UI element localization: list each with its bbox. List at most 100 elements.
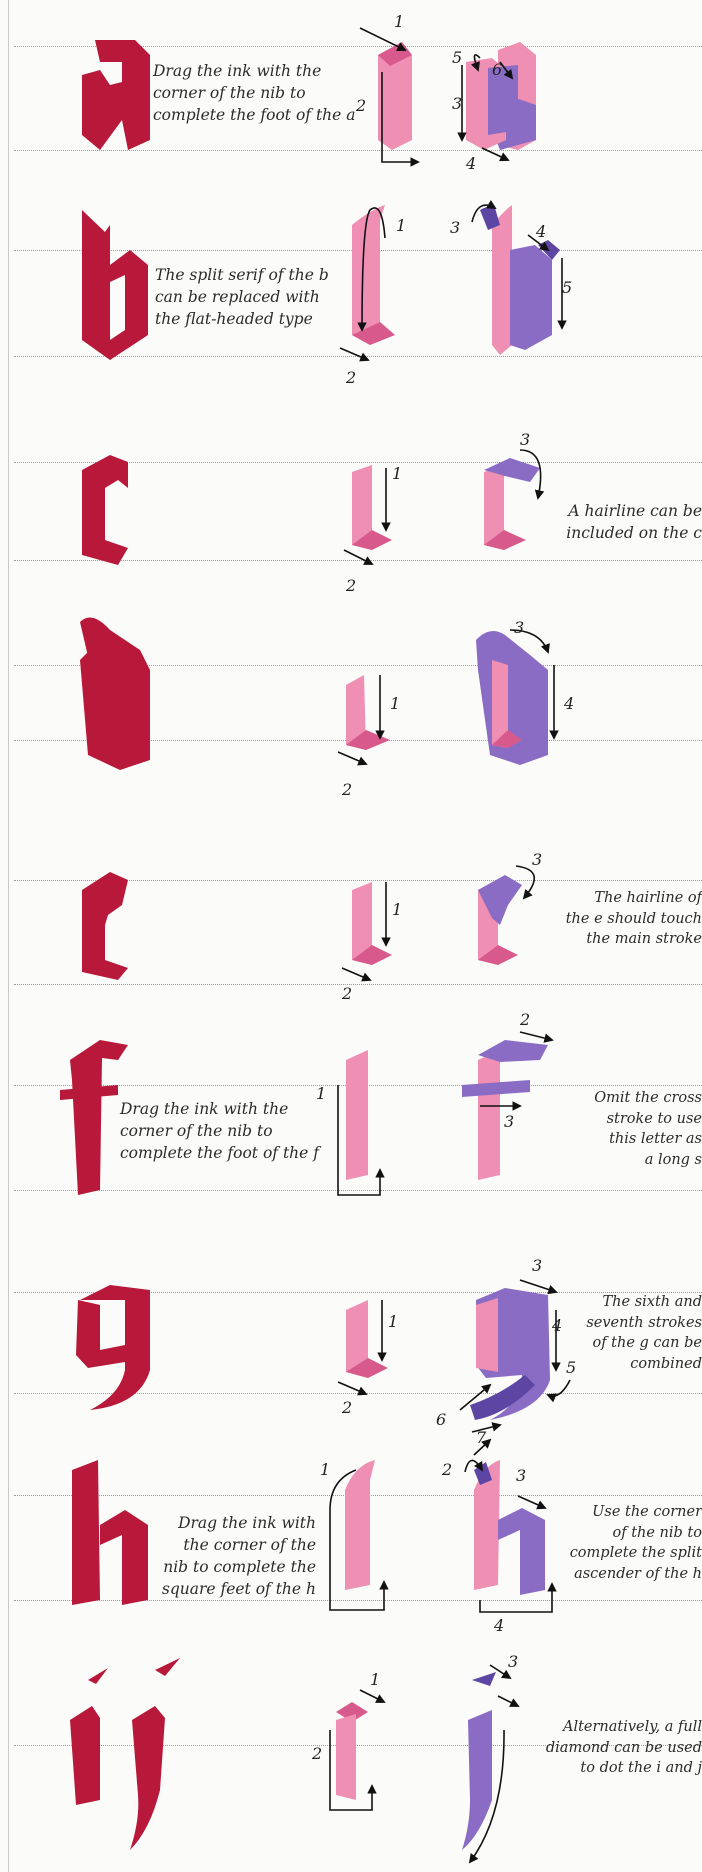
note-line: complete the foot of the a	[153, 104, 356, 126]
note-line: A hairline can be	[566, 500, 702, 522]
stroke-diagram-d-stage1	[338, 675, 390, 764]
note-a: Drag the ink with the corner of the nib …	[153, 60, 356, 126]
stroke-number: 3	[450, 218, 460, 237]
stroke-diagram-h-stage1	[330, 1460, 384, 1610]
stroke-number: 2	[356, 96, 366, 115]
stroke-diagram-g-stage2	[460, 1280, 570, 1432]
stroke-number: 3	[508, 1652, 518, 1671]
note-line: Drag the ink with the	[153, 60, 356, 82]
stroke-number: 2	[342, 780, 352, 799]
note-line: square feet of the h	[160, 1578, 316, 1600]
letter-d	[80, 618, 150, 771]
stroke-number: 7	[476, 1428, 486, 1447]
stroke-number: 5	[562, 278, 572, 297]
note-g: The sixth and seventh strokes of the g c…	[586, 1292, 702, 1374]
stroke-number: 4	[552, 1316, 562, 1335]
note-line: corner of the nib to	[153, 82, 356, 104]
stroke-number: 2	[442, 1460, 452, 1479]
note-line: seventh strokes	[586, 1313, 702, 1334]
note-e: The hairline of the e should touch the m…	[566, 888, 702, 950]
stroke-diagram-c-stage2	[484, 450, 541, 550]
stroke-number: 5	[452, 48, 462, 67]
stroke-number: 3	[452, 94, 462, 113]
note-line: the corner of the	[160, 1534, 316, 1556]
note-line: nib to complete the	[160, 1556, 316, 1578]
note-line: The split serif of the b	[155, 264, 329, 286]
note-line: stroke to use	[594, 1109, 702, 1130]
note-line: the e should touch	[566, 909, 702, 930]
stroke-diagram-e-stage1	[342, 882, 392, 980]
stroke-diagram-a-stage1	[360, 28, 418, 162]
note-line: The hairline of	[566, 888, 702, 909]
stroke-diagram-i-stage1	[330, 1690, 384, 1810]
note-h-split: Use the corner of the nib to complete th…	[570, 1502, 702, 1584]
note-line: to dot the i and j	[546, 1758, 702, 1779]
letter-f	[60, 1040, 128, 1195]
stroke-number: 6	[492, 60, 502, 79]
note-c: A hairline can be included on the c	[566, 500, 702, 544]
stroke-number: 1	[320, 1460, 330, 1479]
note-ij: Alternatively, a full diamond can be use…	[546, 1717, 702, 1779]
stroke-number: 3	[516, 1466, 526, 1485]
note-line: can be replaced with	[155, 286, 329, 308]
note-b: The split serif of the b can be replaced…	[155, 264, 329, 330]
note-line: Use the corner	[570, 1502, 702, 1523]
letter-a	[82, 40, 150, 150]
stroke-number: 1	[390, 694, 400, 713]
stroke-number: 2	[342, 1398, 352, 1417]
stroke-diagram-b-stage1	[340, 205, 395, 360]
note-line: Drag the ink with the	[120, 1098, 319, 1120]
stroke-number: 3	[532, 850, 542, 869]
stroke-number: 3	[514, 618, 524, 637]
letter-e	[82, 872, 128, 980]
note-line: a long s	[594, 1150, 702, 1171]
stroke-diagram-b-stage2	[472, 205, 562, 355]
stroke-number: 1	[316, 1084, 326, 1103]
stroke-number: 2	[346, 368, 356, 387]
note-line: complete the split	[570, 1543, 702, 1564]
letter-h	[72, 1460, 148, 1605]
stroke-diagram-h-stage2	[465, 1440, 552, 1612]
stroke-number: 3	[504, 1112, 514, 1131]
note-line: of the g can be	[586, 1333, 702, 1354]
note-line: the flat-headed type	[155, 308, 329, 330]
stroke-number: 4	[494, 1616, 504, 1635]
note-f: Drag the ink with the corner of the nib …	[120, 1098, 319, 1164]
stroke-number: 1	[392, 900, 402, 919]
letter-c	[82, 455, 128, 565]
note-line: Omit the cross	[594, 1088, 702, 1109]
stroke-number: 4	[466, 154, 476, 173]
stroke-number: 5	[566, 1358, 576, 1377]
note-line: complete the foot of the f	[120, 1142, 319, 1164]
note-h: Drag the ink with the corner of the nib …	[160, 1512, 316, 1600]
stroke-number: 4	[564, 694, 574, 713]
stroke-number: 1	[394, 12, 404, 31]
stroke-number: 3	[532, 1256, 542, 1275]
stroke-number: 1	[370, 1670, 380, 1689]
note-line: Drag the ink with	[160, 1512, 316, 1534]
stroke-number: 2	[346, 576, 356, 595]
note-line: The sixth and	[586, 1292, 702, 1313]
stroke-diagram-d-stage2	[476, 630, 554, 765]
note-line: included on the c	[566, 522, 702, 544]
note-f-long-s: Omit the cross stroke to use this letter…	[594, 1088, 702, 1170]
stroke-number: 1	[396, 216, 406, 235]
note-line: Alternatively, a full	[546, 1717, 702, 1738]
stroke-number: 1	[388, 1312, 398, 1331]
stroke-number: 6	[436, 1410, 446, 1429]
letter-g	[76, 1285, 150, 1410]
stroke-diagram-f-stage2	[462, 1032, 552, 1180]
stroke-number: 1	[392, 464, 402, 483]
stroke-diagram-f-stage1	[338, 1050, 380, 1195]
stroke-diagram-e-stage2	[478, 866, 534, 965]
stroke-diagram-c-stage1	[344, 465, 392, 564]
note-line: the main stroke	[566, 929, 702, 950]
stroke-diagram-j-stage2	[462, 1665, 518, 1862]
stroke-number: 3	[520, 430, 530, 449]
letter-ij	[70, 1658, 180, 1850]
stroke-diagram-g-stage1	[338, 1300, 388, 1394]
note-line: of the nib to	[570, 1523, 702, 1544]
note-line: combined	[586, 1354, 702, 1375]
note-line: diamond can be used	[546, 1738, 702, 1759]
